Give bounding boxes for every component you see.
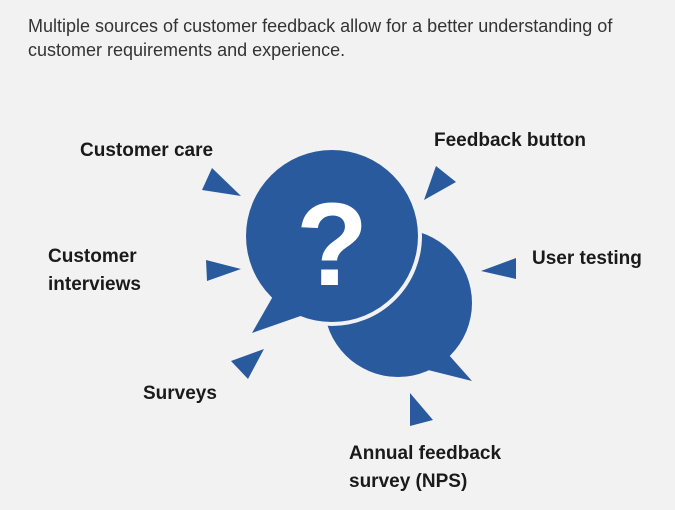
question-mark-icon: ? — [296, 179, 368, 311]
intro-text: Multiple sources of customer feedback al… — [28, 16, 613, 60]
label-feedback-button: Feedback button — [434, 130, 587, 151]
pointer-feedback-button-icon — [424, 166, 456, 200]
front-speech-bubble-icon — [242, 146, 422, 337]
pointer-user-testing-icon — [481, 258, 516, 279]
label-customer-care: Customer care — [80, 140, 214, 161]
label-customer-interviews-line2: interviews — [48, 274, 141, 295]
label-customer-interviews-line1: Customer — [48, 246, 137, 267]
label-annual-survey: Annual feedback survey (NPS) — [349, 440, 501, 496]
pointer-customer-interviews-icon — [206, 260, 241, 281]
pointer-surveys-icon — [231, 349, 264, 379]
pointer-annual-survey-icon — [410, 393, 433, 426]
label-annual-survey-line1: Annual feedback — [349, 443, 502, 464]
label-surveys: Surveys — [143, 383, 217, 404]
label-user-testing: User testing — [532, 248, 642, 269]
label-customer-interviews: Customer interviews — [48, 243, 141, 299]
pointer-customer-care-icon — [202, 168, 241, 196]
label-annual-survey-line2: survey (NPS) — [349, 471, 468, 492]
